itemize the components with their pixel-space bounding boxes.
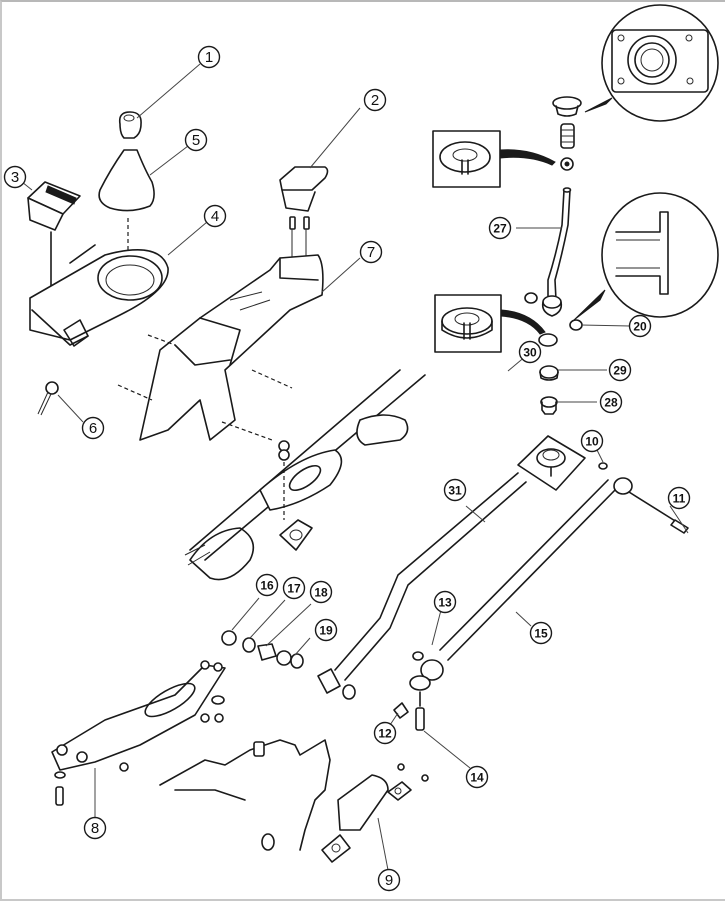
shift-console-panel (29, 244, 169, 347)
callout-circle (580, 429, 604, 453)
callout-circle (359, 240, 383, 264)
callout-circle (518, 340, 542, 364)
callout-number: 8 (91, 820, 99, 837)
callout-number: 29 (613, 364, 627, 378)
callout-circle (197, 45, 221, 69)
callout-number: 27 (493, 222, 507, 236)
callout-number: 17 (287, 582, 301, 596)
callout-2: 2 (363, 88, 387, 112)
callout-3: 3 (3, 165, 27, 189)
detail-box-c-ring (432, 130, 556, 188)
detail-circle-bushing (573, 192, 719, 321)
detail-circle-seal-plate (584, 4, 719, 122)
callout-11: 11 (667, 486, 691, 510)
callout-circle (314, 618, 338, 642)
callout-14: 14 (465, 765, 489, 789)
callout-number: 14 (470, 771, 484, 785)
callout-number: 2 (371, 92, 379, 109)
callout-circle (667, 486, 691, 510)
callout-circle (83, 816, 107, 840)
callout-13: 13 (433, 590, 457, 614)
callout-circle (255, 573, 279, 597)
callout-circle (599, 390, 623, 414)
leader-lines (21, 63, 689, 871)
callout-circle (433, 590, 457, 614)
stabilizer-rod (317, 472, 527, 700)
callout-number: 6 (89, 420, 97, 437)
center-console (117, 254, 324, 441)
callout-number: 1 (205, 49, 213, 66)
lever-top-stack (552, 96, 582, 171)
detail-box-split-ring (434, 294, 546, 353)
callout-18: 18 (309, 580, 333, 604)
rod-bushings (221, 630, 304, 669)
floor-tunnel (184, 369, 426, 581)
transmission-crossmember (51, 660, 226, 806)
callout-circle (81, 416, 105, 440)
callout-8: 8 (83, 816, 107, 840)
callout-7: 7 (359, 240, 383, 264)
callout-6: 6 (81, 416, 105, 440)
callout-19: 19 (314, 618, 338, 642)
callout-number: 28 (604, 396, 618, 410)
shift-base (517, 435, 586, 491)
callout-number: 13 (438, 596, 452, 610)
callout-circle (488, 216, 512, 240)
callout-circle (608, 358, 632, 382)
callout-circle (373, 721, 397, 745)
shift-rod (393, 462, 689, 731)
callout-number: 4 (211, 208, 219, 225)
callout-circle (282, 576, 306, 600)
callout-number: 9 (385, 872, 393, 889)
callout-9: 9 (377, 868, 401, 892)
callout-circle (628, 314, 652, 338)
callout-number: 15 (534, 627, 548, 641)
callout-29: 29 (608, 358, 632, 382)
transmission-housing (159, 739, 331, 851)
exhaust-bracket (321, 763, 429, 863)
callout-17: 17 (282, 576, 306, 600)
shift-lever (524, 187, 572, 317)
callout-20: 20 (628, 314, 652, 338)
callout-number: 20 (633, 320, 647, 334)
callout-28: 28 (599, 390, 623, 414)
callout-circle (363, 88, 387, 112)
callout-circle (465, 765, 489, 789)
callout-number: 30 (523, 346, 537, 360)
callout-circle (309, 580, 333, 604)
callout-1: 1 (197, 45, 221, 69)
shift-knob (118, 111, 142, 139)
callout-number: 11 (673, 492, 686, 506)
callout-circle (203, 204, 227, 228)
bulb-socket (37, 381, 59, 416)
callout-number: 3 (11, 169, 19, 186)
callout-10: 10 (580, 429, 604, 453)
console-cup-holder (279, 166, 329, 262)
callout-number: 18 (314, 586, 328, 600)
callout-circle (443, 478, 467, 502)
lever-bushings (538, 319, 583, 415)
callout-circle (184, 128, 208, 152)
callout-number: 12 (378, 727, 392, 741)
callout-number: 7 (367, 244, 375, 261)
ashtray (27, 181, 81, 299)
callout-number: 31 (448, 484, 462, 498)
callout-5: 5 (184, 128, 208, 152)
callout-circle (3, 165, 27, 189)
callout-27: 27 (488, 216, 512, 240)
callout-number: 19 (319, 624, 333, 638)
callout-circle (377, 868, 401, 892)
callout-number: 10 (585, 435, 599, 449)
callout-12: 12 (373, 721, 397, 745)
callout-circle (529, 621, 553, 645)
callout-number: 16 (260, 579, 274, 593)
callout-30: 30 (518, 340, 542, 364)
callout-15: 15 (529, 621, 553, 645)
callout-31: 31 (443, 478, 467, 502)
callout-number: 5 (192, 132, 200, 149)
callout-4: 4 (203, 204, 227, 228)
callout-16: 16 (255, 573, 279, 597)
